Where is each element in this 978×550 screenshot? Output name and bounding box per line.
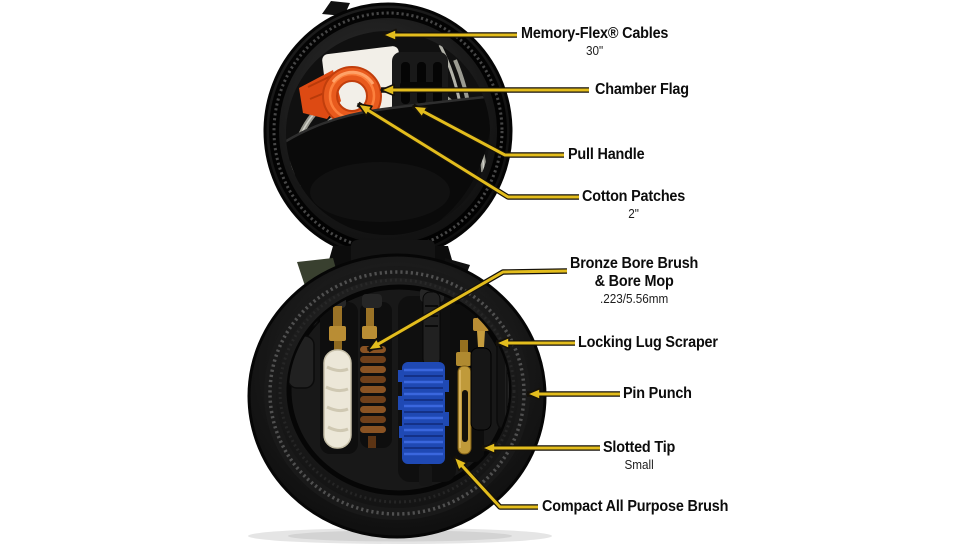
callout-chamber-flag (380, 83, 589, 97)
flap-pocket (286, 95, 490, 235)
label-title: Cotton Patches (582, 188, 686, 205)
label-locking-lug-scraper: Locking Lug Scraper (578, 334, 718, 351)
label-title: Pin Punch (623, 385, 692, 402)
callout-memory-flex-cables (382, 28, 517, 42)
case-bottom-tray (247, 253, 547, 539)
label-slotted-tip: Slotted Tip Small (603, 439, 675, 472)
label-title: Compact All Purpose Brush (542, 498, 729, 515)
label-title: Locking Lug Scraper (578, 334, 718, 351)
slotted-tip-tool (456, 340, 472, 455)
label-memory-flex-cables: Memory-Flex® Cables 30" (521, 25, 668, 58)
bottom-zipper-teeth (268, 270, 526, 516)
label-title: Bronze Bore Brush (570, 255, 699, 272)
callout-slotted-tip (481, 441, 600, 455)
label-chamber-flag: Chamber Flag (595, 81, 689, 98)
callout-lines (356, 28, 620, 510)
callout-pull-handle (411, 103, 564, 158)
label-sublabel: Small (624, 457, 654, 472)
callout-pin-punch (526, 387, 620, 401)
label-bronze-bore-brush: Bronze Bore Brush & Bore Mop .223/5.56mm (570, 255, 698, 306)
label-title-line2: & Bore Mop (594, 273, 674, 290)
bore-mop-tool (323, 306, 352, 449)
label-title: Chamber Flag (595, 81, 689, 98)
callout-bronze-bore-brush (366, 268, 568, 353)
label-sublabel: .223/5.56mm (599, 291, 669, 306)
bronze-bore-brush-tool (360, 308, 386, 448)
label-title: Slotted Tip (603, 439, 676, 456)
label-pin-punch: Pin Punch (623, 385, 692, 402)
case-top-flap (263, 1, 513, 260)
label-title: Pull Handle (568, 146, 645, 163)
label-sublabel: 2" (628, 206, 639, 221)
label-sublabel: 30" (586, 43, 604, 58)
label-pull-handle: Pull Handle (568, 146, 645, 163)
label-cotton-patches: Cotton Patches 2" (582, 188, 685, 221)
callout-compact-all-purpose-brush (452, 455, 538, 510)
label-compact-all-purpose-brush: Compact All Purpose Brush (542, 498, 728, 515)
callout-locking-lug-scraper (495, 336, 575, 350)
label-title: Memory-Flex® Cables (521, 25, 669, 42)
callout-cotton-patches (356, 101, 579, 200)
